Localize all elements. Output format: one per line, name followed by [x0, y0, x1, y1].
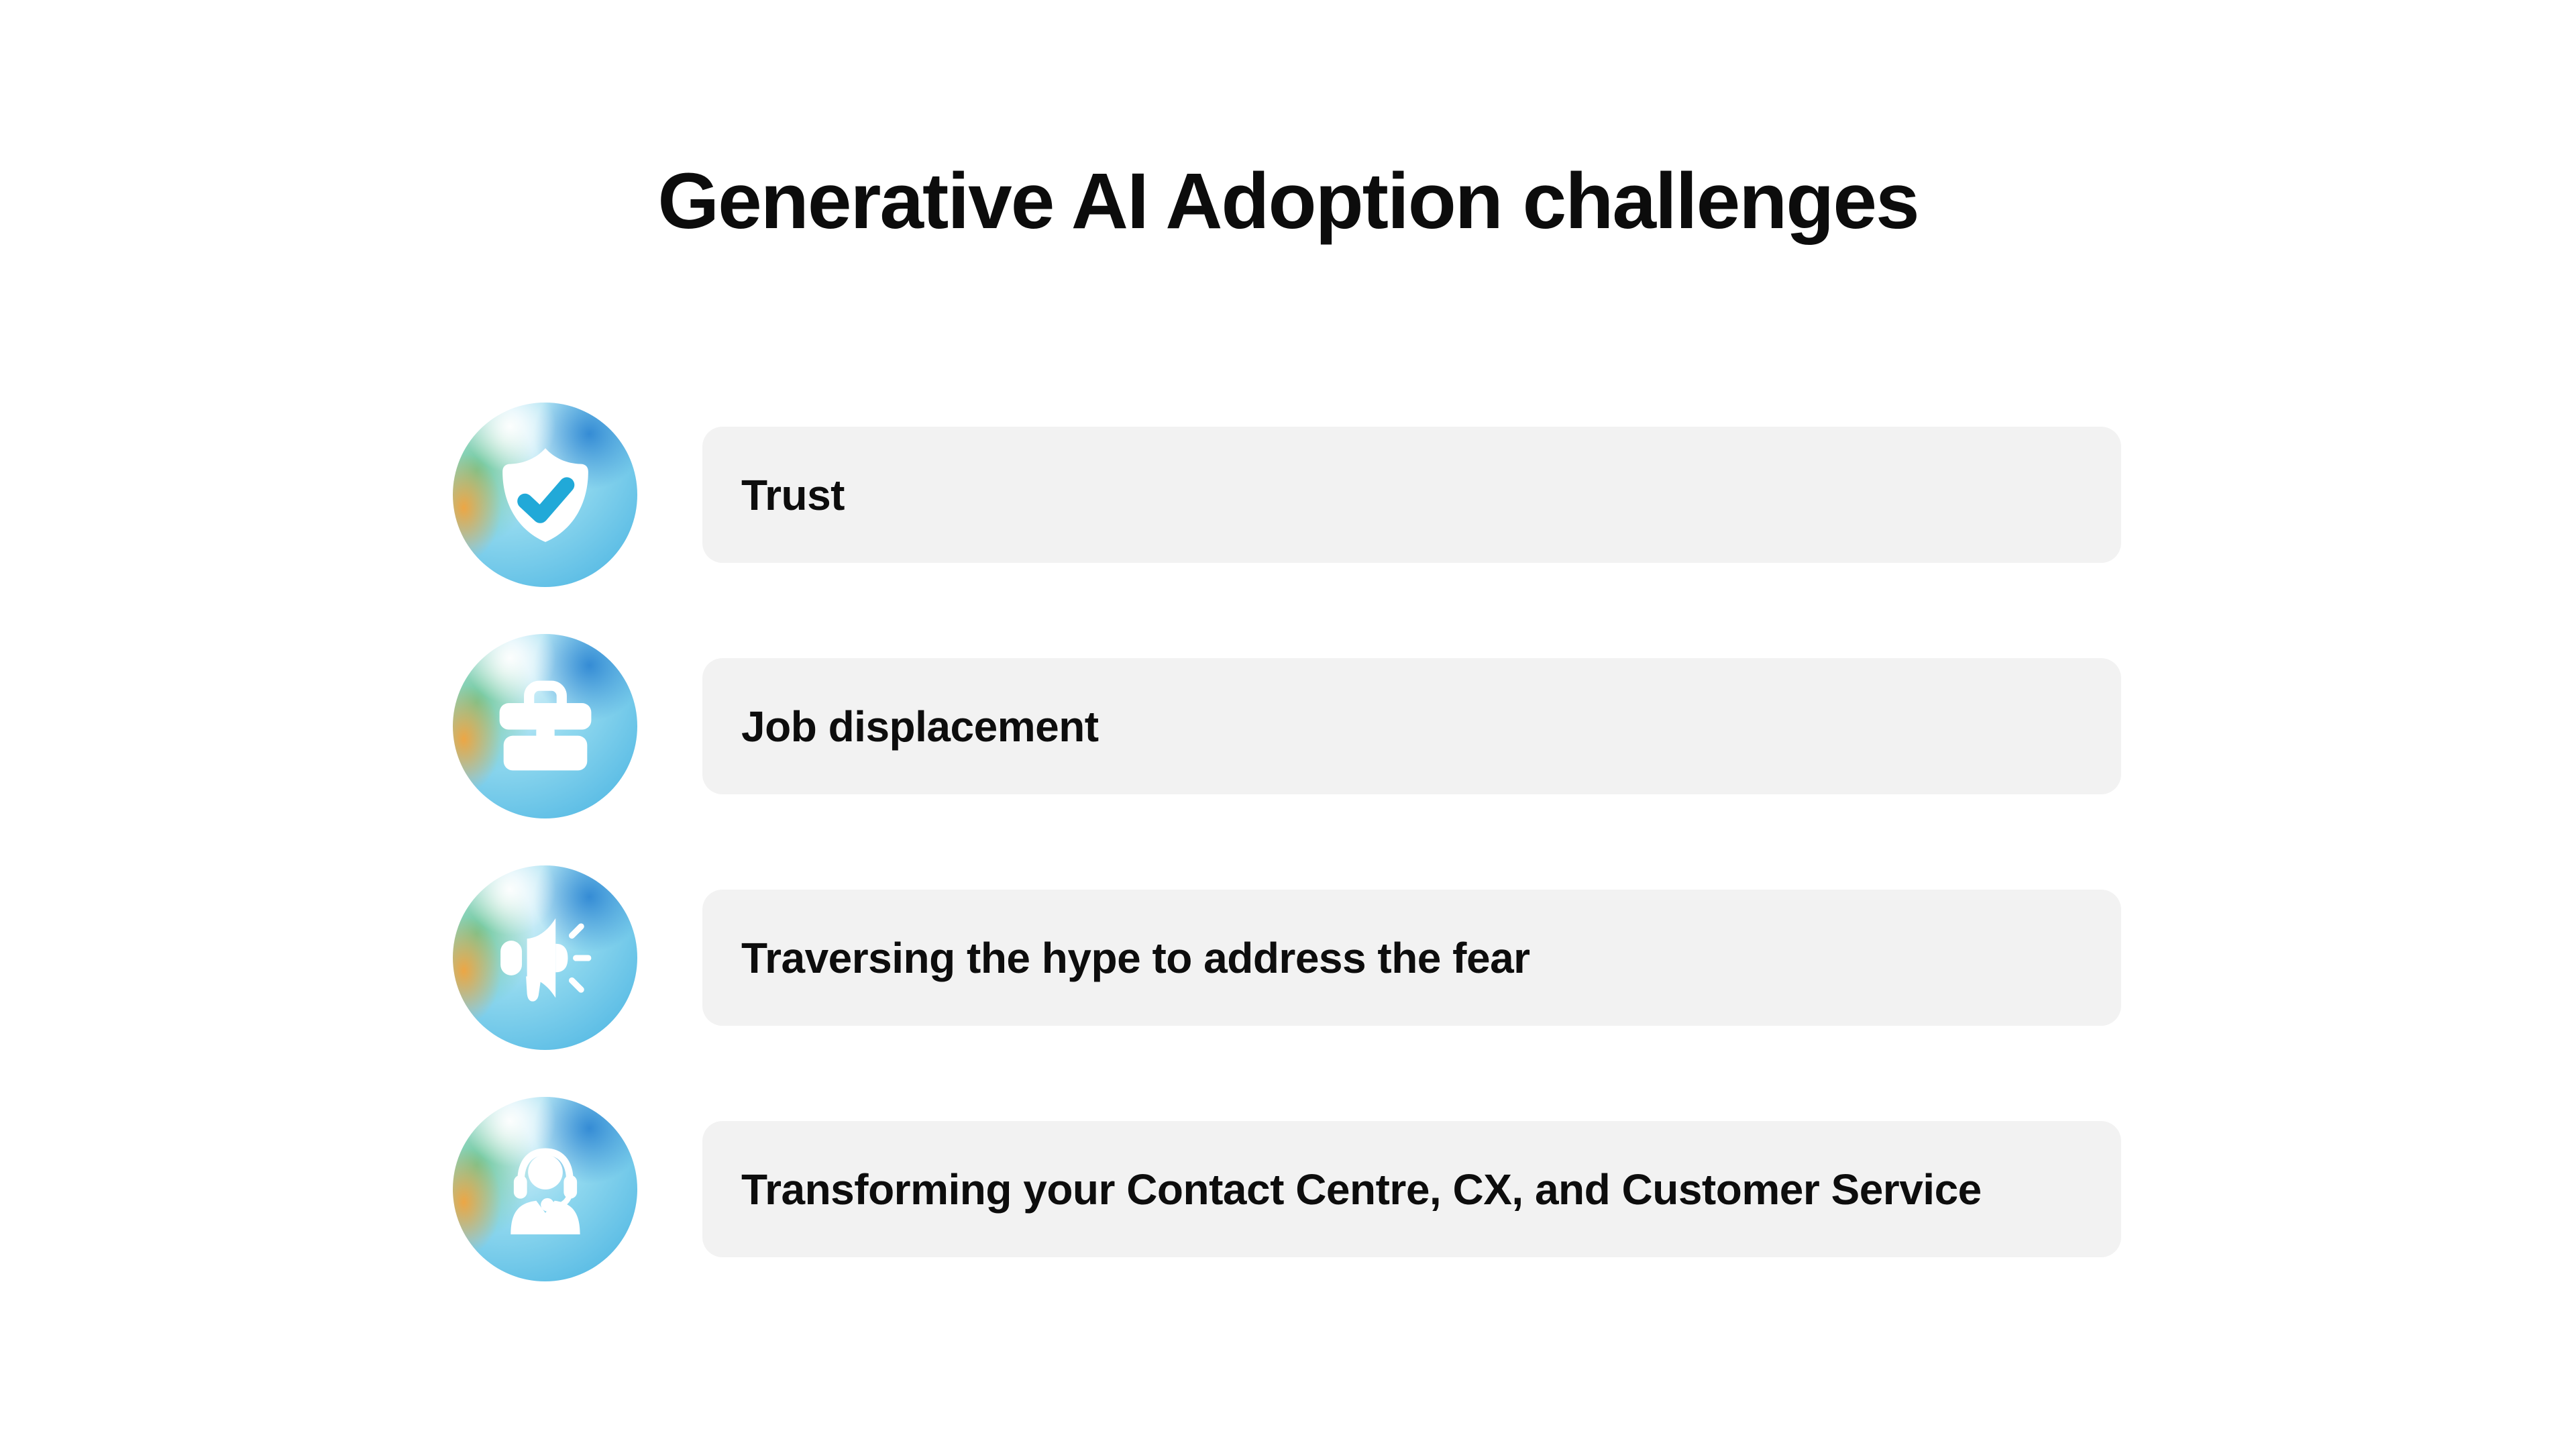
page-title: Generative AI Adoption challenges [657, 157, 1919, 246]
challenge-card: Transforming your Contact Centre, CX, an… [702, 1121, 2121, 1257]
challenge-label: Traversing the hype to address the fear [741, 933, 1530, 982]
challenge-label: Trust [741, 470, 845, 519]
list-item-trust: Trust [453, 403, 2121, 587]
challenge-list: Trust Job displacement [453, 403, 2121, 1281]
gradient-icon-badge [453, 403, 637, 587]
challenge-card: Job displacement [702, 658, 2121, 794]
list-item-contact-centre: Transforming your Contact Centre, CX, an… [453, 1097, 2121, 1281]
shield-check-icon [502, 447, 588, 542]
challenge-card: Traversing the hype to address the fear [702, 890, 2121, 1026]
gradient-icon-badge [453, 865, 637, 1050]
megaphone-icon [500, 918, 591, 1002]
challenge-label: Job displacement [741, 702, 1099, 751]
challenge-card: Trust [702, 427, 2121, 563]
gradient-icon-badge [453, 634, 637, 818]
briefcase-icon [499, 680, 591, 770]
list-item-job-displacement: Job displacement [453, 634, 2121, 818]
headset-agent-icon [510, 1147, 580, 1234]
gradient-icon-badge [453, 1097, 637, 1281]
list-item-hype-fear: Traversing the hype to address the fear [453, 865, 2121, 1050]
challenge-label: Transforming your Contact Centre, CX, an… [741, 1165, 1982, 1214]
